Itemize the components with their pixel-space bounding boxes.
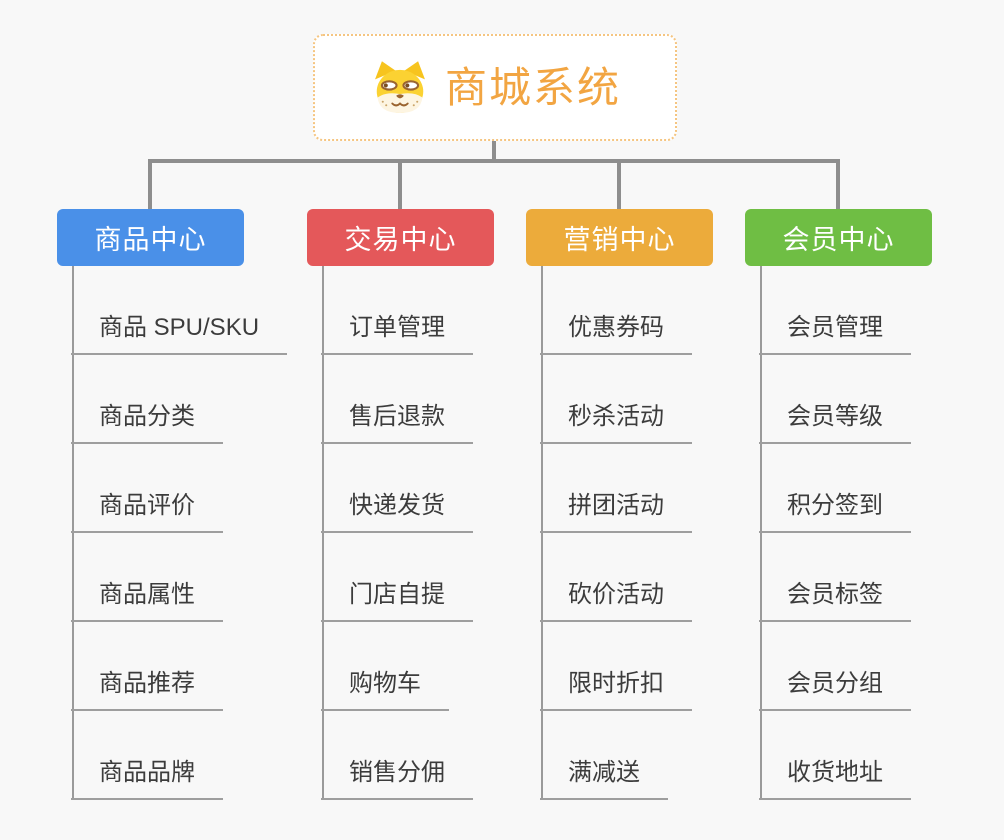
leaf-node[interactable]: 商品品牌 xyxy=(71,756,223,800)
leaf-node[interactable]: 商品推荐 xyxy=(71,667,223,711)
connector-drop-2 xyxy=(398,159,402,211)
branch-trunk-4 xyxy=(760,266,762,800)
leaf-node[interactable]: 收货地址 xyxy=(759,756,911,800)
leaf-node[interactable]: 限时折扣 xyxy=(540,667,692,711)
leaf-node[interactable]: 订单管理 xyxy=(321,311,473,355)
leaf-node[interactable]: 销售分佣 xyxy=(321,756,473,800)
leaf-node[interactable]: 拼团活动 xyxy=(540,489,692,533)
leaf-node[interactable]: 商品属性 xyxy=(71,578,223,622)
root-title: 商城系统 xyxy=(444,63,621,111)
shiba-dog-face-icon xyxy=(375,60,425,113)
leaf-node[interactable]: 商品评价 xyxy=(71,489,223,533)
leaf-node[interactable]: 会员标签 xyxy=(759,578,911,622)
branch-header-1[interactable]: 商品中心 xyxy=(57,209,244,266)
root-node[interactable]: 商城系统 xyxy=(313,34,677,141)
branch-trunk-1 xyxy=(72,266,74,800)
branch-header-4[interactable]: 会员中心 xyxy=(745,209,932,266)
leaf-node[interactable]: 门店自提 xyxy=(321,578,473,622)
branch-trunk-2 xyxy=(322,266,324,800)
connector-drop-4 xyxy=(836,159,840,211)
leaf-node[interactable]: 购物车 xyxy=(321,667,449,711)
leaf-node[interactable]: 商品 SPU/SKU xyxy=(71,311,288,355)
branch-header-3[interactable]: 营销中心 xyxy=(526,209,713,266)
leaf-node[interactable]: 会员分组 xyxy=(759,667,911,711)
leaf-node[interactable]: 满减送 xyxy=(540,756,668,800)
leaf-node[interactable]: 秒杀活动 xyxy=(540,400,692,444)
leaf-node[interactable]: 商品分类 xyxy=(71,400,223,444)
leaf-node[interactable]: 优惠券码 xyxy=(540,311,692,355)
branch-header-2[interactable]: 交易中心 xyxy=(307,209,494,266)
branch-trunk-3 xyxy=(541,266,543,800)
connector-drop-3 xyxy=(617,159,621,211)
leaf-node[interactable]: 积分签到 xyxy=(759,489,911,533)
leaf-node[interactable]: 售后退款 xyxy=(321,400,473,444)
leaf-node[interactable]: 砍价活动 xyxy=(540,578,692,622)
leaf-node[interactable]: 会员等级 xyxy=(759,400,911,444)
leaf-node[interactable]: 快递发货 xyxy=(321,489,473,533)
connector-root-stem xyxy=(492,141,496,161)
connector-drop-1 xyxy=(148,159,152,211)
connector-horizontal xyxy=(148,159,840,163)
leaf-node[interactable]: 会员管理 xyxy=(759,311,911,355)
